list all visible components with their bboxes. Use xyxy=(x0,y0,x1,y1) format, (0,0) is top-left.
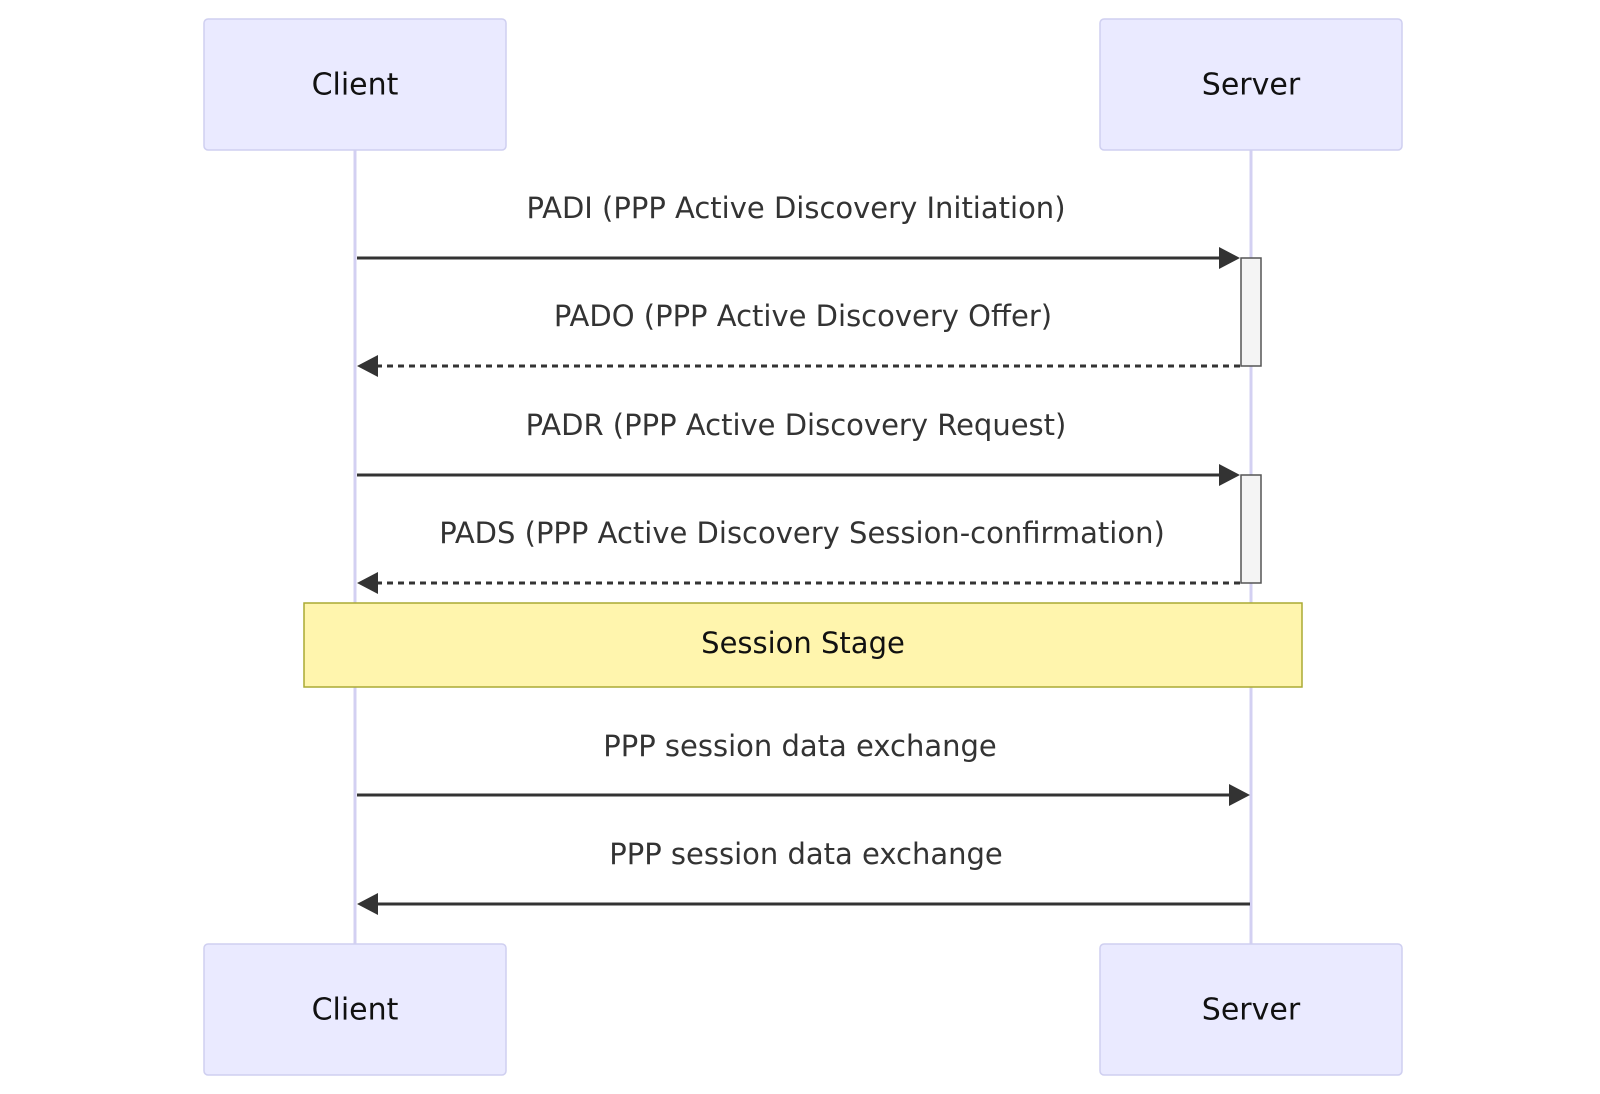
session-stage-note: Session Stage xyxy=(303,602,1303,688)
server-activation-1 xyxy=(1240,257,1262,367)
server-actor-bottom-label: Server xyxy=(1202,993,1301,1028)
server-actor-top: Server xyxy=(1099,18,1403,151)
message-padr-arrowhead xyxy=(1219,464,1240,486)
message-data-to-server: PPP session data exchange xyxy=(357,729,1250,806)
message-pads-arrowhead xyxy=(357,572,378,594)
message-padi-arrowhead xyxy=(1219,247,1240,269)
message-padi: PADI (PPP Active Discovery Initiation) xyxy=(357,191,1240,269)
message-padi-label: PADI (PPP Active Discovery Initiation) xyxy=(526,191,1065,225)
message-pads-label: PADS (PPP Active Discovery Session-confi… xyxy=(439,516,1165,550)
server-actor-bottom: Server xyxy=(1099,943,1403,1076)
client-actor-top-label: Client xyxy=(312,68,399,103)
session-stage-note-label: Session Stage xyxy=(701,626,905,660)
message-padr: PADR (PPP Active Discovery Request) xyxy=(357,408,1240,486)
message-padr-label: PADR (PPP Active Discovery Request) xyxy=(526,408,1067,442)
message-data-to-server-label: PPP session data exchange xyxy=(603,729,997,763)
message-pado-arrowhead xyxy=(357,355,378,377)
message-pado-label: PADO (PPP Active Discovery Offer) xyxy=(554,299,1052,333)
message-data-to-client-arrowhead xyxy=(357,893,378,915)
client-actor-bottom-label: Client xyxy=(312,993,399,1028)
message-data-to-server-arrowhead xyxy=(1229,784,1250,806)
message-data-to-client-label: PPP session data exchange xyxy=(609,837,1003,871)
server-actor-top-label: Server xyxy=(1202,68,1301,103)
client-actor-top: Client xyxy=(203,18,507,151)
client-actor-bottom: Client xyxy=(203,943,507,1076)
server-activation-2 xyxy=(1240,474,1262,584)
message-pado: PADO (PPP Active Discovery Offer) xyxy=(357,299,1240,377)
message-data-to-client: PPP session data exchange xyxy=(357,837,1250,915)
message-pads: PADS (PPP Active Discovery Session-confi… xyxy=(357,516,1240,594)
